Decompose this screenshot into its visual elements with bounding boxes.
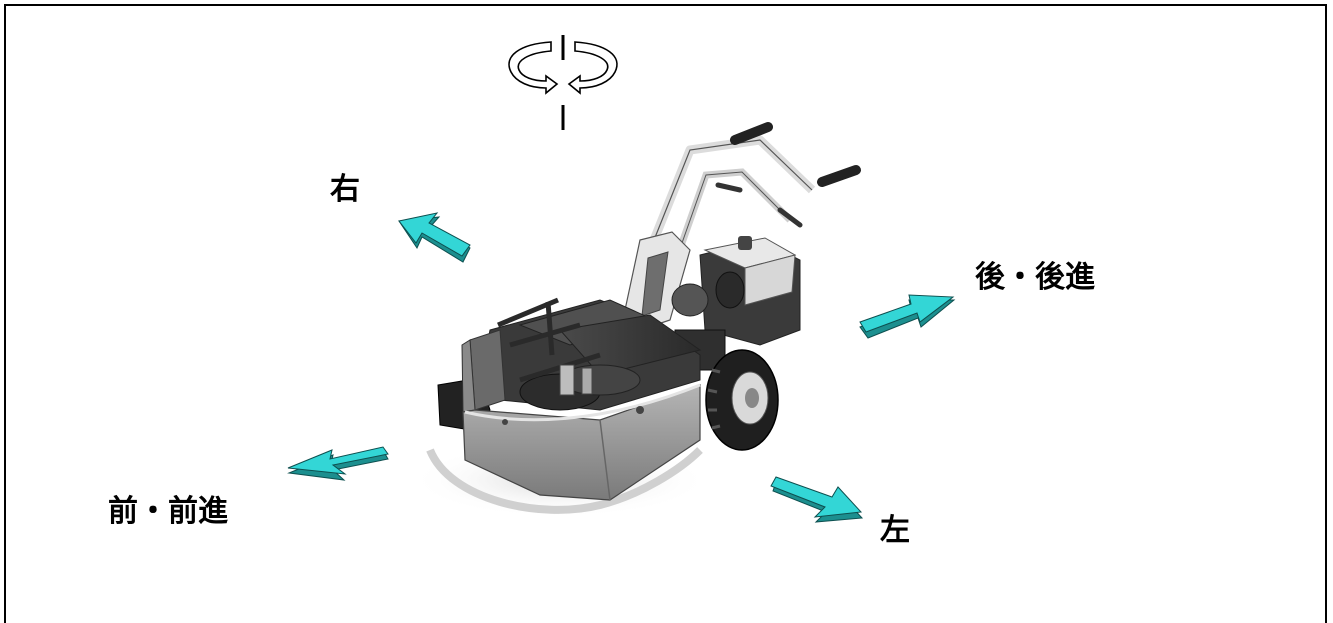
direction-label-rear-reverse: 後・後進 <box>975 260 1095 295</box>
walk-behind-mower-illustration <box>410 122 861 518</box>
direction-arrow-front <box>287 446 389 481</box>
direction-label-left: 左 <box>880 513 910 548</box>
diagram-frame <box>4 4 1327 623</box>
direction-arrow-left <box>770 476 864 523</box>
yaw-rotation-icon <box>508 35 618 130</box>
direction-arrow-rear <box>859 294 956 339</box>
direction-label-right: 右 <box>330 172 360 207</box>
direction-arrow-right <box>398 212 471 263</box>
direction-label-front-forward: 前・前進 <box>108 494 228 529</box>
